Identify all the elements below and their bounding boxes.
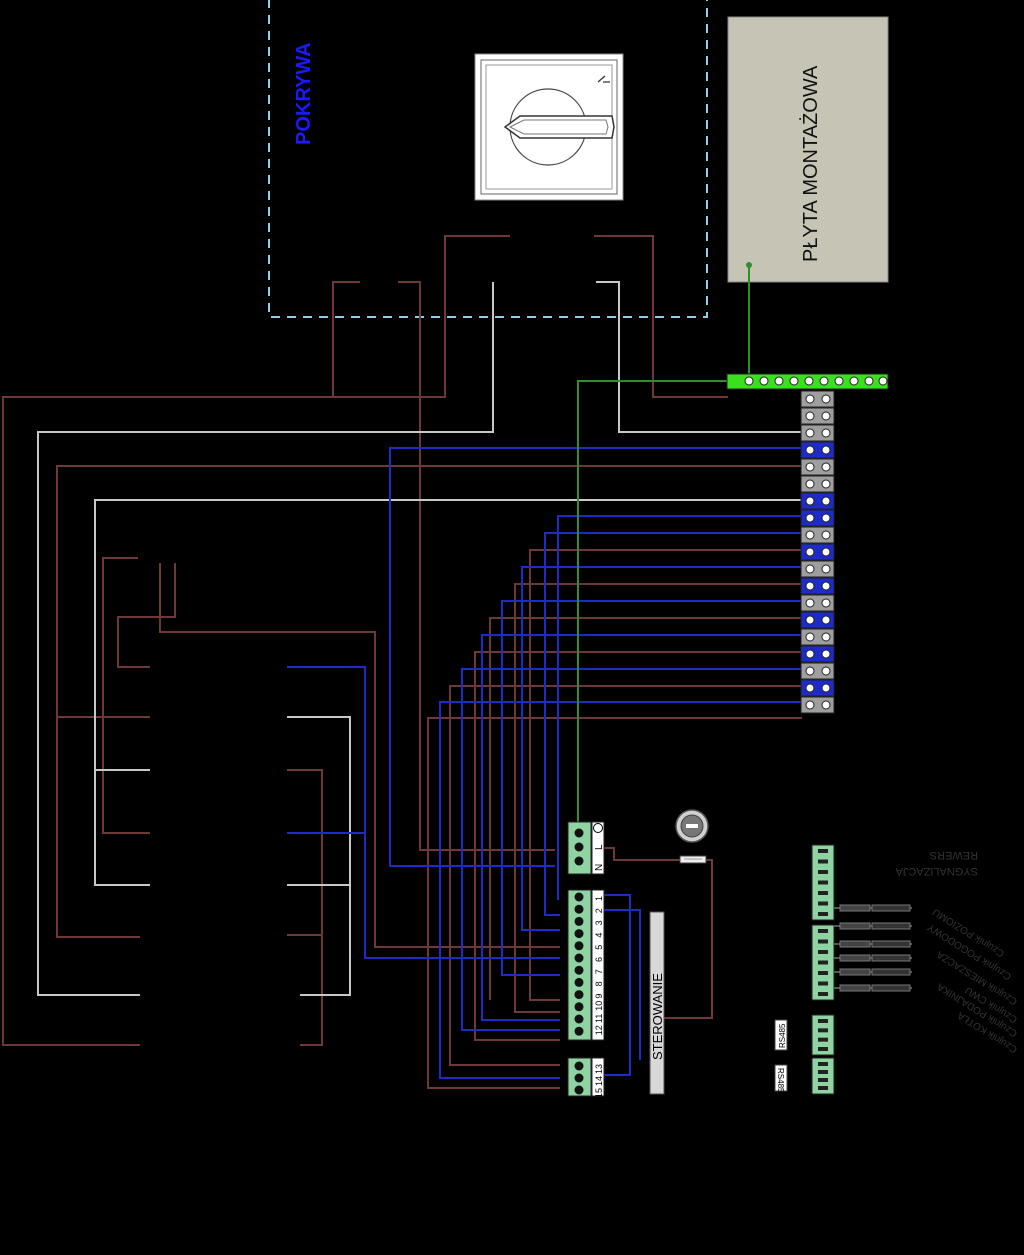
- terminal-strip: [800, 390, 835, 714]
- rs485-label-b: RS485: [776, 1068, 785, 1093]
- terminal-number: 13: [594, 1064, 604, 1074]
- terminal-block: [800, 679, 835, 697]
- terminal-number: 12: [594, 1025, 604, 1035]
- terminal-number: 3: [594, 920, 604, 925]
- main-switch[interactable]: [474, 53, 624, 201]
- terminal-block: [800, 475, 835, 493]
- terminal-number: 9: [594, 994, 604, 999]
- rs485-label-a: RS485: [778, 1023, 787, 1048]
- terminal-block: [800, 577, 835, 595]
- cover-outline: [268, 0, 708, 318]
- terminal-block: [800, 424, 835, 442]
- switch-symbol-icon: [597, 75, 610, 83]
- terminal-block: [800, 628, 835, 646]
- fuse: [679, 855, 707, 864]
- control-box: [649, 911, 665, 1095]
- ground-symbol-icon: [593, 823, 603, 833]
- terminal-number: 8: [594, 981, 604, 986]
- terminal-block: [800, 441, 835, 459]
- terminal-number: 14: [594, 1076, 604, 1086]
- terminal-block: [800, 696, 835, 714]
- terminal-block: [800, 662, 835, 680]
- terminal-block: [800, 645, 835, 663]
- terminal-number: 5: [594, 945, 604, 950]
- mounting-plate-label: PŁYTA MONTAŻOWA: [799, 65, 822, 262]
- terminal-block: [800, 492, 835, 510]
- terminal-label-l: L: [594, 844, 605, 850]
- terminal-block: [800, 509, 835, 527]
- terminal-block: [800, 458, 835, 476]
- terminal-block: [800, 611, 835, 629]
- control-label: STEROWANIE: [650, 973, 665, 1060]
- mounting-plate: [727, 16, 889, 283]
- terminal-block: [800, 560, 835, 578]
- rewers-label: REWERS: [930, 849, 978, 861]
- control-terminal-b: 13 14 15: [567, 1057, 605, 1098]
- terminal-block: [800, 594, 835, 612]
- terminal-number: 2: [594, 908, 604, 913]
- terminal-number: 7: [594, 969, 604, 974]
- terminal-number: 10: [594, 1001, 604, 1011]
- terminal-block: [800, 407, 835, 425]
- terminal-block: [800, 526, 835, 544]
- terminal-number: 6: [594, 957, 604, 962]
- indicator-lamp-icon: [675, 809, 709, 843]
- ground-bar: [726, 373, 889, 390]
- terminal-number: 15: [594, 1088, 604, 1098]
- terminal-number: 4: [594, 933, 604, 938]
- terminal-number: 11: [594, 1014, 604, 1023]
- terminal-label-n: N: [594, 864, 605, 871]
- cover-label: POKRYWA: [293, 42, 315, 145]
- signalling-label: SYGNALIZACJA: [895, 865, 978, 877]
- power-terminal: N L: [567, 821, 605, 875]
- plate-ground-point: [746, 262, 752, 268]
- terminal-block: [800, 390, 835, 408]
- controller-connectors: [811, 844, 835, 1095]
- terminal-block: [800, 543, 835, 561]
- sensor-leads: [834, 904, 912, 992]
- terminal-number: 1: [594, 896, 604, 901]
